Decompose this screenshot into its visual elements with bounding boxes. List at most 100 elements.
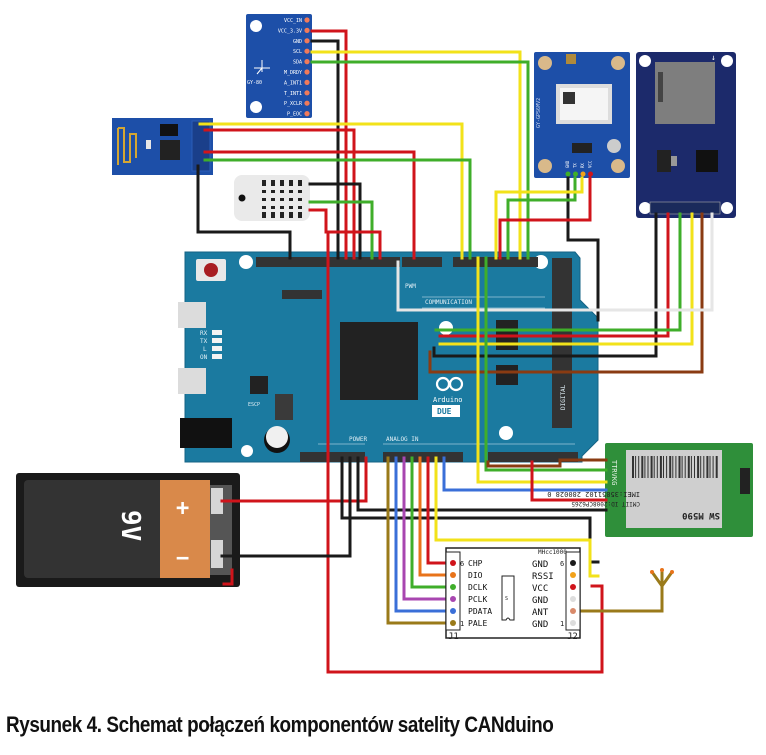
arduino-logo: Arduino DUE	[432, 376, 464, 417]
gps-pin	[573, 171, 578, 177]
barcode-bar	[669, 456, 672, 478]
wire-yellow	[438, 212, 694, 346]
wire-red	[308, 208, 382, 260]
gsm-cmiit: CMIIT ID:2008CP6265	[571, 500, 640, 507]
barcode-bar	[715, 456, 718, 478]
wire-olive	[386, 456, 452, 625]
dht-vent	[298, 212, 302, 218]
wire-green	[203, 158, 472, 260]
wire-yellow	[476, 256, 608, 484]
battery-plus-sign: +	[176, 496, 189, 521]
battery-terminal-minus	[211, 540, 223, 568]
sam3x-chip	[340, 322, 418, 400]
radio-chip-mark: S	[505, 596, 508, 602]
dht-vent	[298, 180, 302, 186]
dht-vent	[280, 198, 284, 201]
battery-voltage-label: 9V	[115, 510, 145, 541]
mhcc1000-radio-module: MHcc1000 J1 J2 6 1 6 1 S CHPDIODCLKPCLKP…	[445, 547, 581, 642]
dht-vent	[271, 206, 275, 209]
gps-pin	[580, 171, 586, 177]
dc-jack	[180, 418, 232, 448]
battery-minus-sign: −	[176, 546, 189, 571]
dht-vent	[271, 180, 275, 186]
wires	[196, 29, 714, 674]
mount-hole	[239, 255, 253, 269]
imu-pin	[304, 100, 310, 106]
barcode-bar	[687, 456, 690, 478]
barcode-bar	[663, 456, 664, 478]
imu-label: GY-80	[247, 80, 262, 86]
esp01-wifi-module	[112, 118, 213, 175]
wire-yellow	[310, 50, 522, 260]
barcode-bar	[712, 456, 714, 478]
arduino-due-board: RX TX L ON ESCP Arduino DUE PWM COMMUNIC…	[178, 251, 599, 463]
radio-j2-pin-label: RSSI	[532, 572, 554, 582]
imu-pin	[304, 27, 310, 33]
wire-red	[498, 176, 592, 260]
imu-pin	[304, 48, 310, 54]
wire-red	[220, 456, 368, 503]
radio-title: MHcc1000	[538, 549, 567, 556]
wire-green	[484, 256, 608, 472]
radio-j2-pin	[570, 596, 576, 602]
radio-chip	[501, 575, 515, 621]
radio-j2-pin	[570, 584, 576, 590]
radio-j1-pin-label: PDATA	[468, 607, 492, 616]
barcode-bar	[659, 456, 662, 478]
barcode-bar	[635, 456, 637, 478]
dht-vent	[298, 206, 302, 209]
figure-caption: Rysunek 4. Schemat połączeń komponentów …	[6, 712, 554, 737]
dht-vent	[271, 190, 275, 193]
wire-yellow	[494, 176, 584, 260]
imu-pin-label: VCC_3.3V	[278, 28, 302, 34]
radio-j1-label: J1	[448, 632, 459, 642]
gps-pin-label: GND	[565, 160, 570, 168]
imu-pin	[304, 90, 310, 96]
barcode-bar	[700, 456, 702, 478]
battery-9v: + − 9V	[16, 473, 240, 587]
header-spi	[282, 290, 322, 299]
wire-black	[340, 456, 600, 564]
wire-brown	[428, 212, 704, 374]
barcode-bar	[666, 456, 668, 478]
wire-red	[203, 150, 416, 260]
barcode-bar	[650, 456, 653, 478]
dht-vent	[280, 212, 284, 218]
header-power	[300, 452, 365, 462]
gsm-imei: IMEI:35851102 280028 0	[547, 490, 640, 498]
mount-hole	[439, 321, 453, 335]
gps-pin	[588, 171, 593, 177]
header-top-pwm	[402, 257, 442, 267]
digital-label: DIGITAL	[560, 384, 567, 410]
barcode-bar	[678, 456, 681, 478]
gsm-pin-label: TTRVKG	[610, 460, 618, 485]
wire-yellow	[198, 122, 464, 260]
barcode-bar	[632, 456, 634, 478]
gy80-imu-module: GY-80 VCC_INVCC_3.3VGNDSCLSDAM_DRDYA_INT…	[246, 14, 312, 118]
barcode-bar	[709, 456, 711, 478]
barcode-bar	[656, 456, 658, 478]
dht-vent	[289, 198, 293, 201]
radio-j1-pin-label: PCLK	[468, 595, 487, 604]
dht-vent	[280, 190, 284, 193]
barcode-bar	[697, 456, 700, 478]
usb-port-programming	[178, 302, 206, 328]
imu-pin-label: T_INT1	[284, 91, 302, 97]
dht-vent	[289, 212, 293, 218]
barcode-bar	[703, 456, 705, 478]
arduino-model: DUE	[437, 407, 452, 416]
radio-j2-pin	[570, 560, 576, 566]
wire-red	[310, 29, 348, 260]
barcode-bar	[644, 456, 646, 478]
battery-cell	[607, 139, 621, 153]
led-label-rx: RX	[200, 330, 208, 337]
icsp-label: ESCP	[248, 402, 260, 408]
gps-pin-label: VCC	[588, 160, 593, 168]
communication-label: COMMUNICATION	[425, 299, 472, 306]
dht-vent	[298, 198, 302, 201]
wire-black	[196, 164, 292, 260]
dht-vent	[280, 180, 284, 186]
header-comm	[453, 257, 538, 267]
gps-pin-label: RX	[580, 163, 585, 168]
wire-red	[530, 460, 608, 502]
